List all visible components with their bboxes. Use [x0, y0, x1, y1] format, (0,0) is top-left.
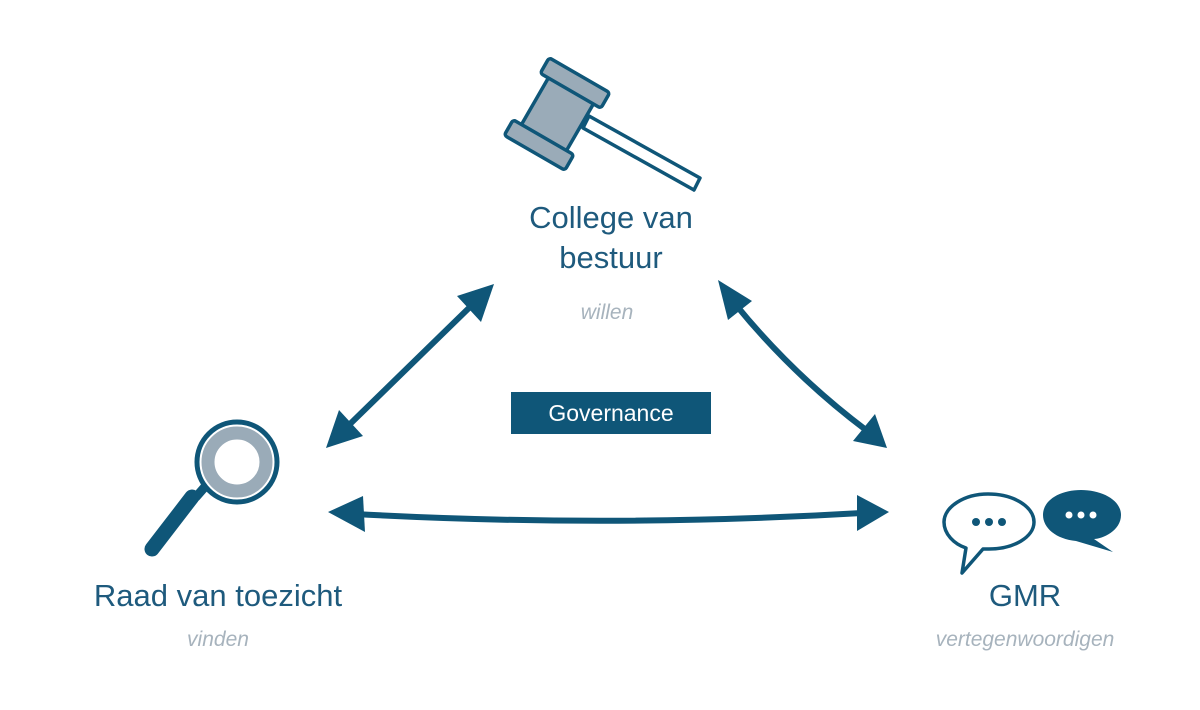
- raad-subtitle: vinden: [187, 628, 249, 651]
- gmr-title: GMR: [988, 578, 1062, 613]
- arrow-raad-gmr: [328, 495, 889, 532]
- governance-label: Governance: [511, 392, 711, 434]
- magnifying-glass-icon: [144, 419, 280, 557]
- speech-bubbles-icon: [942, 490, 1121, 575]
- college-title-line1: College van: [529, 200, 693, 235]
- arrow-raad-college: [326, 284, 494, 448]
- raad-van-toezicht-title: Raad van toezicht: [93, 578, 343, 613]
- college-subtitle: willen: [580, 301, 634, 324]
- gmr-subtitle: vertegenwoordigen: [935, 628, 1115, 651]
- arrow-college-gmr: [718, 280, 887, 448]
- gavel-icon: [503, 57, 702, 192]
- college-title-line2: bestuur: [559, 240, 663, 275]
- college-van-bestuur-title: College van bestuur: [480, 198, 742, 278]
